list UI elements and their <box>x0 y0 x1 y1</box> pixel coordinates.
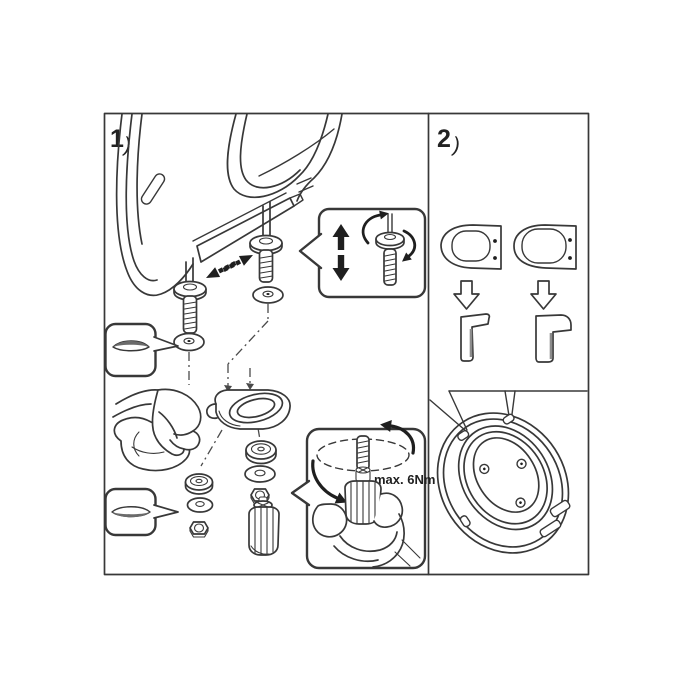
hinge-base-plate <box>206 389 291 430</box>
mounting-rail <box>192 192 304 263</box>
step2-panel: 2 ) <box>429 125 588 554</box>
step1-panel: 1 ) <box>104 113 435 570</box>
step2-label-paren: ) <box>451 133 463 157</box>
seat-bumper <box>459 515 471 528</box>
down-arrow-a-icon <box>453 280 480 310</box>
rotation-arrow-left-icon <box>361 213 382 245</box>
threaded-rod <box>182 295 198 334</box>
holding-hand-illustration <box>312 492 421 568</box>
seat-underside-drawing <box>436 412 571 554</box>
rotate-bolt-icon <box>361 210 417 286</box>
washer-stack-right <box>244 440 280 556</box>
flat-washer <box>186 497 214 513</box>
callout-tail <box>300 234 321 268</box>
torque-callout: max. 6Nm <box>290 420 435 570</box>
threaded-rod <box>258 249 274 283</box>
buffer-pad-icon <box>112 340 150 352</box>
thick-washer <box>184 473 214 495</box>
step1-label-number: 1 <box>110 125 124 153</box>
flat-washer <box>173 332 205 352</box>
rotation-arrow-right-icon <box>402 229 417 258</box>
down-arrow-b-icon <box>530 280 557 310</box>
hinge-block <box>539 519 562 538</box>
seat-profile-b-icon <box>535 314 572 363</box>
flat-washer <box>244 465 276 483</box>
step1-label-paren: ) <box>122 133 134 157</box>
expansion-fitting <box>344 466 382 525</box>
toilet-outline-type-a-icon <box>440 224 502 270</box>
toilet-outline-type-b-icon <box>513 224 577 270</box>
cleaning-hand-illustration <box>112 388 202 472</box>
step2-label-number: 2 <box>437 125 451 153</box>
ceramic-slot <box>140 173 166 205</box>
buffer-pad-callout-bottom <box>104 487 179 537</box>
seat-rivets <box>479 458 527 508</box>
thick-washer <box>245 440 277 465</box>
hex-nut <box>189 521 209 538</box>
alignment-leader-lines <box>188 304 269 467</box>
seat-profile-a-icon <box>460 313 491 362</box>
buffer-pad-icon <box>111 506 151 518</box>
flat-washer <box>252 286 284 304</box>
buffer-pad-callout-top <box>104 322 179 378</box>
up-arrow-icon <box>332 224 350 250</box>
seat-bumper <box>502 413 515 425</box>
down-arrow-icon <box>332 255 350 281</box>
hinge-block <box>549 499 571 518</box>
fixing-bolt-left <box>173 257 207 352</box>
adjustment-callout <box>298 207 427 299</box>
torque-note: max. 6Nm <box>374 472 435 487</box>
pointer-lines <box>429 390 588 432</box>
expansion-dowel <box>248 496 280 556</box>
seat-bumper <box>457 430 470 441</box>
step2-label: 2 ) <box>437 125 462 157</box>
washer-stack-left <box>184 473 214 538</box>
slide-arrow-left-icon <box>206 261 237 278</box>
fixing-bolt-right <box>249 201 284 304</box>
slide-arrow-right-icon <box>222 255 253 272</box>
